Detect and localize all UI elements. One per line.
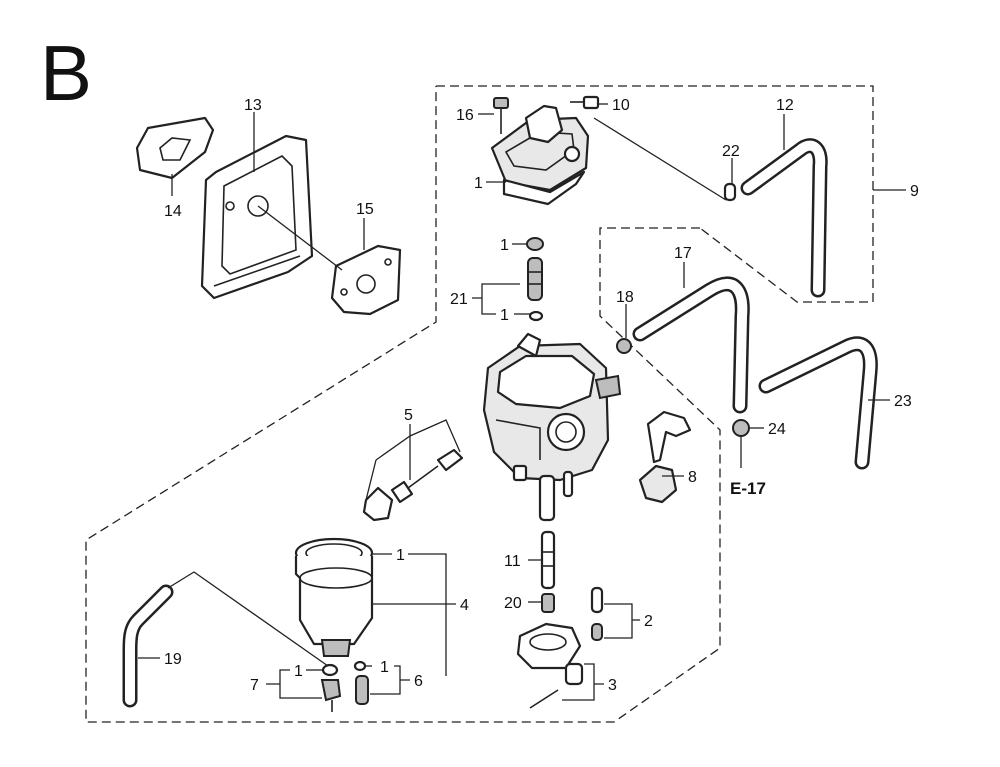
clip-18 bbox=[616, 338, 632, 354]
screw-10 bbox=[570, 95, 600, 110]
gasket-15 bbox=[330, 244, 402, 316]
section-letter: B bbox=[40, 29, 92, 117]
callout-3: 3 bbox=[608, 677, 617, 694]
drain-bolt-7 bbox=[320, 663, 342, 712]
drain-tube-19 bbox=[122, 584, 174, 708]
nozzle-20 bbox=[541, 593, 555, 613]
callout-20: 20 bbox=[504, 595, 522, 612]
clip-24 bbox=[732, 419, 750, 437]
float-bowl-4 bbox=[294, 537, 374, 657]
callout-18: 18 bbox=[616, 289, 634, 306]
callout-1-drain-a: 1 bbox=[294, 663, 303, 680]
callout-1-valve: 1 bbox=[474, 175, 483, 192]
callout-16: 16 bbox=[456, 107, 474, 124]
insulator-13 bbox=[200, 134, 314, 300]
callout-1-bowl: 1 bbox=[396, 547, 405, 564]
reference-e17: E-17 bbox=[730, 479, 766, 498]
assembly-boundary bbox=[85, 85, 874, 723]
pilot-screw-21 bbox=[527, 257, 543, 301]
callout-15: 15 bbox=[356, 201, 374, 218]
callout-14: 14 bbox=[164, 203, 182, 220]
fuel-tube-17 bbox=[632, 276, 750, 414]
callout-24: 24 bbox=[768, 421, 786, 438]
callout-11: 11 bbox=[504, 553, 521, 570]
screw-16 bbox=[493, 97, 509, 134]
carburetor-body bbox=[482, 332, 622, 522]
callout-10: 10 bbox=[612, 97, 630, 114]
callout-2: 2 bbox=[644, 613, 653, 630]
callout-21: 21 bbox=[450, 291, 468, 308]
gasket-14 bbox=[135, 116, 215, 180]
callout-7: 7 bbox=[250, 677, 259, 694]
callout-6: 6 bbox=[414, 673, 423, 690]
float-3 bbox=[516, 622, 584, 709]
clip-22 bbox=[723, 182, 737, 202]
callout-4: 4 bbox=[460, 597, 469, 614]
fuel-tube-12 bbox=[740, 138, 828, 298]
drain-screw-6 bbox=[353, 660, 369, 705]
callout-19: 19 bbox=[164, 651, 182, 668]
idle-screw-5 bbox=[362, 448, 464, 522]
washer-1-small bbox=[528, 310, 544, 322]
callout-23: 23 bbox=[894, 393, 912, 410]
callout-12: 12 bbox=[776, 97, 794, 114]
callout-17: 17 bbox=[674, 245, 692, 262]
callout-9: 9 bbox=[910, 183, 919, 200]
callout-1-washer: 1 bbox=[500, 237, 509, 254]
fuel-tube-23 bbox=[758, 336, 878, 470]
main-jet-11 bbox=[540, 530, 556, 590]
callout-1-sub: 1 bbox=[500, 307, 509, 324]
throttle-lever-8 bbox=[638, 410, 692, 504]
callout-5: 5 bbox=[404, 407, 413, 424]
choke-valve-assembly bbox=[490, 104, 590, 206]
washer-1-top bbox=[526, 237, 544, 251]
float-needle-2 bbox=[590, 586, 604, 641]
callout-1-drain-b: 1 bbox=[380, 659, 389, 676]
callout-22: 22 bbox=[722, 143, 740, 160]
callout-8: 8 bbox=[688, 469, 697, 486]
callout-13: 13 bbox=[244, 97, 262, 114]
